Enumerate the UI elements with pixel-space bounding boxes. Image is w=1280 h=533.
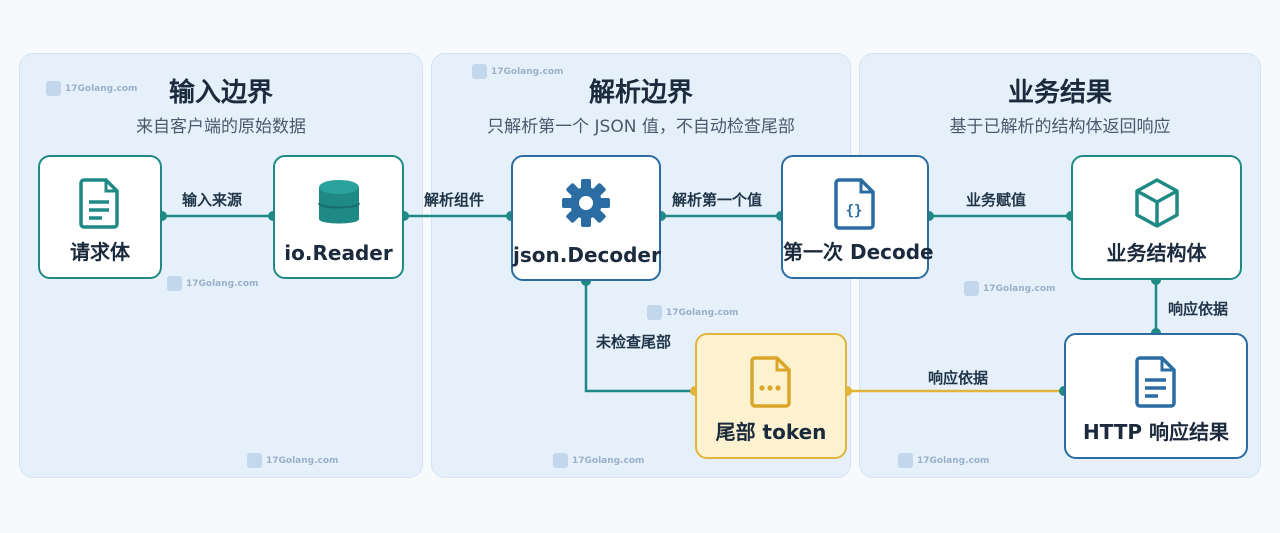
edge-label-parse-component: 解析组件 <box>424 191 485 209</box>
node-label: 尾部 token <box>715 420 827 444</box>
node-http-result: HTTP 响应结果 <box>1064 333 1248 459</box>
edge-label-input-source: 输入来源 <box>182 191 243 209</box>
watermark: 17Golang.com <box>898 453 989 468</box>
watermark-logo-icon <box>647 305 662 320</box>
node-business-struct: 业务结构体 <box>1071 155 1242 280</box>
panel-title: 输入边界 <box>168 78 273 108</box>
watermark-logo-icon <box>964 281 979 296</box>
edge-label-parse-first-value: 解析第一个值 <box>672 191 763 209</box>
edge-label-response-basis: 响应依据 <box>928 369 989 387</box>
watermark: 17Golang.com <box>553 453 644 468</box>
watermark-logo-icon <box>167 276 182 291</box>
watermark-logo-icon <box>472 64 487 79</box>
watermark-logo-icon <box>46 81 61 96</box>
panel-title: 业务结果 <box>1007 78 1112 108</box>
gear-icon <box>562 179 610 227</box>
node-first-decode: {} 第一次 Decode <box>781 155 934 279</box>
json-file-icon: {} <box>834 178 875 230</box>
edge-label-business-assign: 业务赋值 <box>966 191 1027 209</box>
watermark: 17Golang.com <box>46 81 137 96</box>
text-document-icon <box>1135 356 1176 408</box>
watermark-logo-icon <box>553 453 568 468</box>
cube-icon <box>1134 178 1179 228</box>
node-label: 第一次 Decode <box>783 240 934 264</box>
svg-text:{}: {} <box>846 203 863 219</box>
watermark: 17Golang.com <box>964 281 1055 296</box>
panel-title: 解析边界 <box>588 78 693 108</box>
node-label: json.Decoder <box>513 243 661 267</box>
panel-subtitle: 基于已解析的结构体返回响应 <box>949 117 1171 137</box>
panel-subtitle: 只解析第一个 JSON 值，不自动检查尾部 <box>487 117 795 137</box>
edge-label-tail-unchecked: 未检查尾部 <box>596 333 672 351</box>
watermark-logo-icon <box>247 453 262 468</box>
watermark: 17Golang.com <box>647 305 738 320</box>
watermark: 17Golang.com <box>167 276 258 291</box>
node-label: 请求体 <box>70 240 130 264</box>
watermark: 17Golang.com <box>472 64 563 79</box>
panel-subtitle: 来自客户端的原始数据 <box>136 117 306 137</box>
node-request-body: 请求体 <box>38 155 162 279</box>
node-tail-token: 尾部 token <box>695 333 847 459</box>
database-icon <box>317 180 360 224</box>
watermark-logo-icon <box>898 453 913 468</box>
node-json-decoder: json.Decoder <box>511 155 661 281</box>
node-io-reader: io.Reader <box>273 155 404 279</box>
watermark: 17Golang.com <box>247 453 338 468</box>
node-label: io.Reader <box>284 241 393 265</box>
edge-label-response-basis: 响应依据 <box>1168 300 1229 318</box>
node-label: 业务结构体 <box>1106 241 1207 265</box>
node-label: HTTP 响应结果 <box>1082 420 1230 444</box>
ellipsis-file-icon <box>750 356 791 408</box>
document-icon <box>79 178 119 229</box>
